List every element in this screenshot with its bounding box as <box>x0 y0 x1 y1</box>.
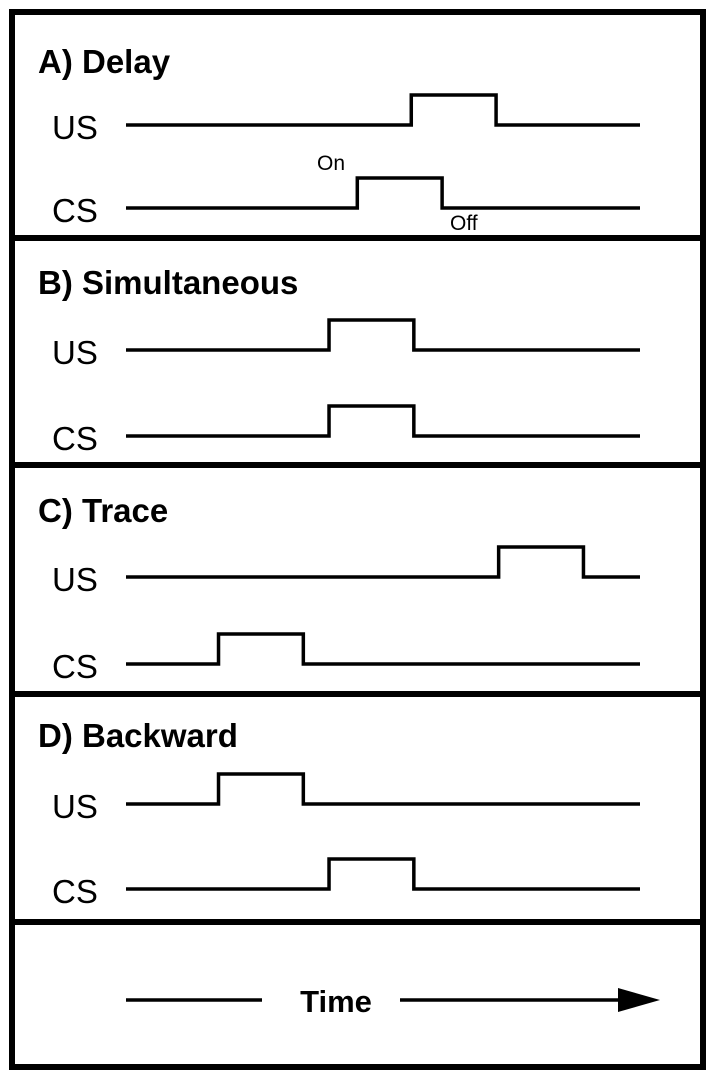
outer-frame <box>9 9 706 1070</box>
us-label: US <box>52 109 98 146</box>
us-label: US <box>52 788 98 825</box>
cs-label: CS <box>52 420 98 457</box>
cs-offset-label: Off <box>450 212 478 235</box>
us-trace <box>126 93 640 127</box>
time-axis: Time <box>126 984 660 1019</box>
cs-onset-label: On <box>317 152 345 175</box>
cs-trace <box>126 857 640 891</box>
cs-label: CS <box>52 648 98 685</box>
cs-trace <box>126 404 640 438</box>
panel-title: D) Backward <box>38 717 238 754</box>
panel-simultaneous: B) Simultaneous US CS <box>38 264 640 457</box>
us-label: US <box>52 561 98 598</box>
panel-backward: D) Backward US CS <box>38 717 640 910</box>
us-trace <box>126 545 640 579</box>
cs-trace <box>126 632 640 666</box>
time-arrowhead <box>618 988 660 1012</box>
us-label: US <box>52 334 98 371</box>
panel-title: C) Trace <box>38 492 168 529</box>
panel-title: B) Simultaneous <box>38 264 298 301</box>
cs-label: CS <box>52 873 98 910</box>
cs-label: CS <box>52 192 98 229</box>
us-trace <box>126 772 640 806</box>
panel-trace: C) Trace US CS <box>38 492 640 685</box>
time-label: Time <box>300 984 372 1019</box>
panel-title: A) Delay <box>38 43 171 80</box>
panel-delay: A) Delay US CS On Off <box>38 43 640 235</box>
cs-trace <box>126 176 640 210</box>
us-trace <box>126 318 640 352</box>
